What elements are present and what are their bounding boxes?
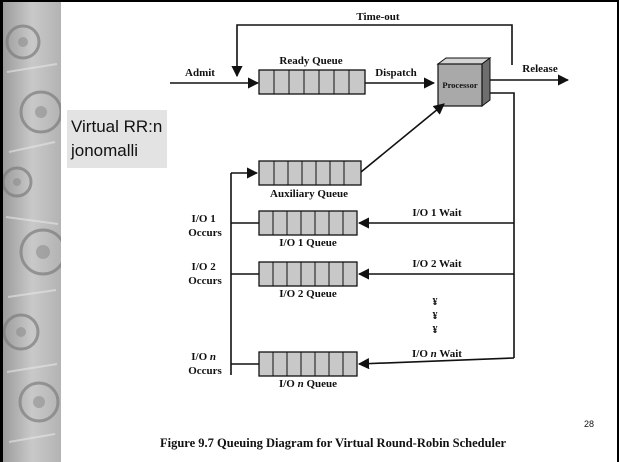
io-2-wait-label: I/O 2 Wait [412,258,462,270]
auxiliary-to-processor-arrow [360,103,445,173]
io-queue-2 [258,261,358,287]
io-queue-1 [258,210,358,236]
processor-label: Processor [442,80,477,90]
release-label: Release [522,63,558,75]
frame-border-top [0,0,619,2]
auxiliary-queue [258,160,362,186]
io-1-wait-label: I/O 1 Wait [412,207,462,219]
io-2-occurs-label: I/O 2 Occurs [188,261,222,287]
ellipsis-mark-3: ¥ [433,325,438,336]
io-queue-n [258,351,358,377]
side-caption-text: Virtual RR:n jonomalli [71,117,163,160]
slide-number: 28 [584,419,595,429]
io-n-queue-label: I/O n Queue [279,378,337,390]
ready-queue-label: Ready Queue [279,55,342,67]
auxiliary-queue-label: Auxiliary Queue [270,188,348,200]
frame-border-left [0,0,3,462]
processor-box [436,57,492,107]
io-1-occurs-label: I/O 1 Occurs [188,213,222,239]
decorative-gears-strip [3,2,61,462]
io-n-wait-label: I/O n Wait [412,348,462,360]
timeout-loop-line [231,24,513,78]
ellipsis-mark-2: ¥ [433,311,438,322]
io-n-wait-arrow [357,357,515,370]
side-caption-box: Virtual RR:n jonomalli [67,110,167,168]
figure-caption: Figure 9.7 Queuing Diagram for Virtual R… [160,436,507,450]
io-2-queue-label: I/O 2 Queue [279,288,337,300]
frame-border-right [617,0,619,462]
dispatch-label: Dispatch [375,67,417,79]
io-wait-feed-line [490,92,515,358]
ready-queue [258,69,366,95]
timeout-label: Time-out [356,11,400,23]
io-1-queue-label: I/O 1 Queue [279,237,337,249]
ellipsis-mark-1: ¥ [433,297,438,308]
io-n-occurs-label: I/O n Occurs [188,351,222,377]
admit-label: Admit [185,67,215,79]
